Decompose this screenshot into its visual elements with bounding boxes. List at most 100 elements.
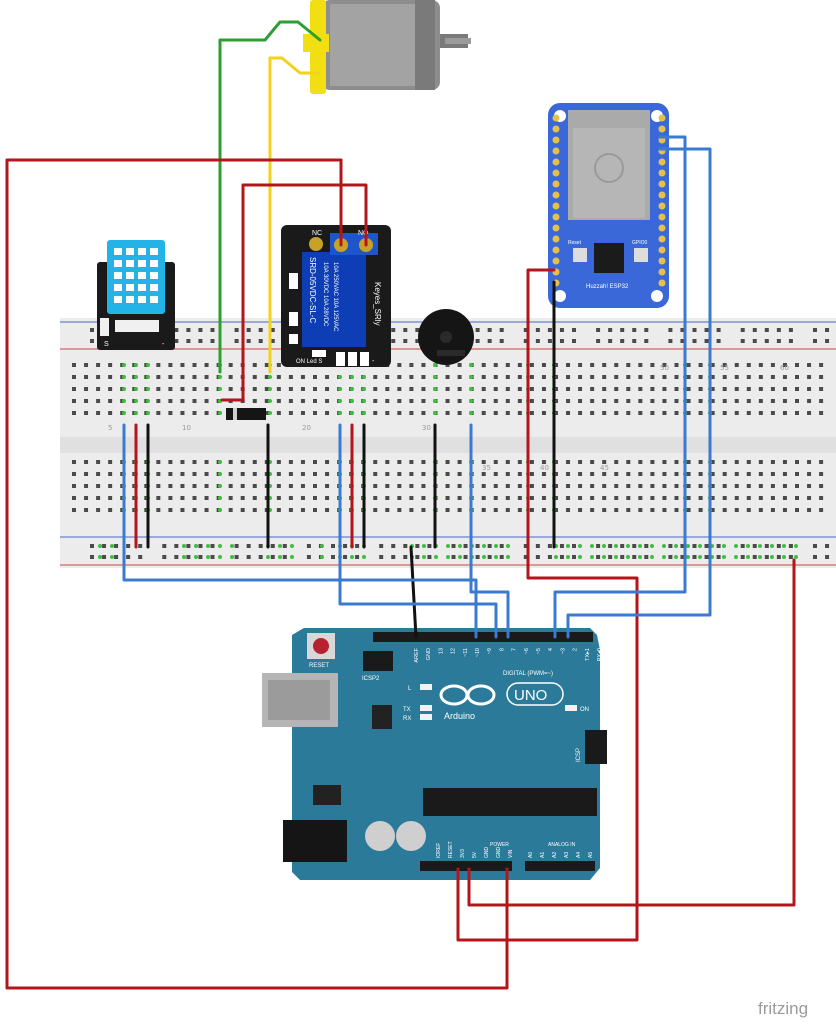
- breadboard-hole: [566, 375, 571, 379]
- breadboard-hole: [505, 363, 510, 367]
- breadboard-hole: [578, 399, 583, 403]
- breadboard-hole: [650, 484, 655, 488]
- rail-hole: [391, 555, 396, 559]
- connected-rail-hole: [182, 555, 186, 559]
- breadboard-hole: [313, 387, 317, 391]
- esp32-mount-hole-br: [651, 290, 663, 302]
- breadboard-hole: [758, 375, 763, 379]
- breadboard-hole: [722, 411, 727, 415]
- led-rx: [420, 714, 432, 720]
- rail-hole: [198, 555, 203, 559]
- breadboard-hole: [746, 399, 751, 403]
- connected-rail-hole: [554, 555, 558, 559]
- breadboard-hole: [807, 472, 812, 476]
- breadboard-hole: [445, 472, 450, 476]
- breadboard-hole: [264, 375, 269, 379]
- connected-hole: [218, 508, 222, 512]
- breadboard-hole: [746, 484, 751, 488]
- connected-hole: [433, 387, 437, 391]
- breadboard-hole: [614, 484, 619, 488]
- breadboard-hole: [385, 484, 390, 488]
- dht-vent-slot: [126, 260, 134, 267]
- breadboard-hole: [252, 472, 257, 476]
- breadboard-hole: [192, 484, 197, 488]
- rail-hole: [668, 544, 673, 548]
- connected-hole: [134, 387, 138, 391]
- breadboard-hole: [590, 460, 595, 464]
- connected-rail-hole: [482, 544, 486, 548]
- connected-hole: [469, 375, 473, 379]
- terminal-screw-com: [309, 237, 323, 251]
- rail-hole: [644, 328, 649, 332]
- breadboard-hole: [650, 472, 655, 476]
- wire-yellow-motor: [268, 56, 320, 374]
- breadboard-hole: [96, 363, 101, 367]
- arduino-brand: Arduino: [444, 711, 475, 721]
- rail-hole: [343, 555, 348, 559]
- diode: [226, 408, 266, 420]
- relay-minus-label: -: [372, 358, 375, 365]
- breadboard-hole: [409, 496, 414, 500]
- wire-red-relay-no-diode: [220, 183, 368, 402]
- rail-hole: [198, 544, 203, 548]
- esp32-pin-pad-left: [552, 136, 560, 144]
- breadboard-hole: [397, 411, 402, 415]
- rail-hole: [668, 339, 673, 343]
- breadboard-hole: [493, 363, 498, 367]
- rail-hole: [680, 339, 685, 343]
- rail-hole: [752, 328, 757, 332]
- rail-hole: [547, 339, 552, 343]
- breadboard-hole: [252, 399, 257, 403]
- breadboard-hole: [72, 411, 76, 415]
- breadboard-hole: [72, 399, 76, 403]
- breadboard-hole: [578, 460, 583, 464]
- connected-rail-hole: [650, 544, 654, 548]
- power-pin-label: IOREF: [436, 843, 442, 858]
- breadboard-hole: [493, 508, 498, 512]
- breadboard-hole: [746, 411, 751, 415]
- breadboard-hole: [541, 484, 546, 488]
- rail-hole: [415, 339, 420, 343]
- esp32-pin-pad-right: [658, 180, 666, 188]
- rail-hole: [90, 339, 94, 343]
- esp32-pin-pad-left: [552, 191, 560, 199]
- breadboard-hole: [795, 484, 799, 488]
- relay-no-label: NO: [358, 230, 369, 237]
- connected-rail-hole: [194, 555, 198, 559]
- breadboard-hole: [722, 375, 727, 379]
- breadboard-hole: [445, 460, 450, 464]
- rail-hole: [102, 555, 107, 559]
- breadboard-hole: [529, 472, 534, 476]
- connected-hole: [122, 399, 126, 403]
- breadboard-hole: [445, 508, 450, 512]
- breadboard-hole: [96, 387, 101, 391]
- breadboard-hole: [481, 411, 486, 415]
- breadboard-hole: [240, 472, 245, 476]
- breadboard-hole: [409, 411, 414, 415]
- wire-blue-esp32-sda: [566, 147, 712, 639]
- rail-hole: [825, 555, 830, 559]
- breadboard-hole: [782, 375, 787, 379]
- rail-hole: [740, 544, 745, 548]
- breadboard-hole: [421, 484, 426, 488]
- breadboard-hole: [84, 411, 89, 415]
- breadboard-hole: [252, 387, 257, 391]
- connected-rail-hole: [290, 555, 294, 559]
- rail-hole: [523, 328, 528, 332]
- breadboard-hole: [734, 363, 739, 367]
- breadboard-hole: [373, 411, 378, 415]
- breadboard-hole: [180, 496, 185, 500]
- breadboard-hole: [758, 399, 763, 403]
- breadboard-hole: [770, 460, 775, 464]
- breadboard-hole: [288, 399, 293, 403]
- breadboard-hole: [626, 484, 631, 488]
- connected-hole: [122, 375, 126, 379]
- rail-hole: [210, 339, 215, 343]
- breadboard-hole: [614, 375, 619, 379]
- esp32-pin-pad-left: [552, 213, 560, 221]
- breadboard-hole: [276, 508, 281, 512]
- breadboard-hole: [192, 508, 197, 512]
- digital-header: [373, 632, 593, 642]
- breadboard-hole: [541, 472, 546, 476]
- breadboard-hole: [807, 496, 812, 500]
